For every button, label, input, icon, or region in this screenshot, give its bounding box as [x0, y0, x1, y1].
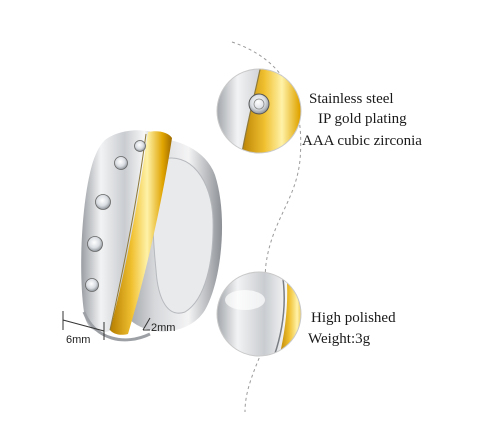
thickness-dimension-label: 2mm [151, 322, 176, 334]
plating-label: IP gold plating [318, 111, 407, 127]
stone-label: AAA cubic zirconia [302, 133, 422, 149]
dashed-connector-line [231, 41, 302, 413]
cubic-zirconia-stones [85, 140, 146, 292]
finish-label: High polished [311, 310, 396, 326]
ring-image [81, 130, 223, 342]
weight-label: Weight:3g [308, 331, 371, 347]
thickness-dimension-marker [142, 317, 151, 331]
zoom-detail-gold-plating [216, 68, 302, 154]
width-dimension-marker [62, 311, 105, 340]
width-dimension-label: 6mm [66, 334, 91, 346]
zoom-detail-high-polish [216, 271, 302, 357]
material-label: Stainless steel [309, 91, 394, 107]
